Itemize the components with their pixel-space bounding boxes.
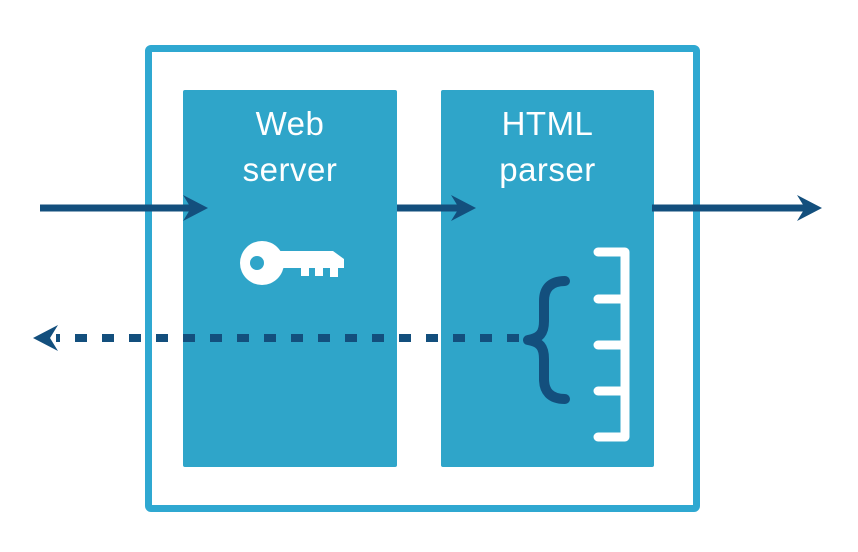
web-server-label: Web server [242, 105, 338, 188]
html-parser-node: HTML parser [441, 90, 654, 467]
web-server-node: Web server [183, 90, 397, 467]
html-parser-label: HTML parser [499, 105, 596, 188]
outer-boundary-box [145, 45, 700, 512]
